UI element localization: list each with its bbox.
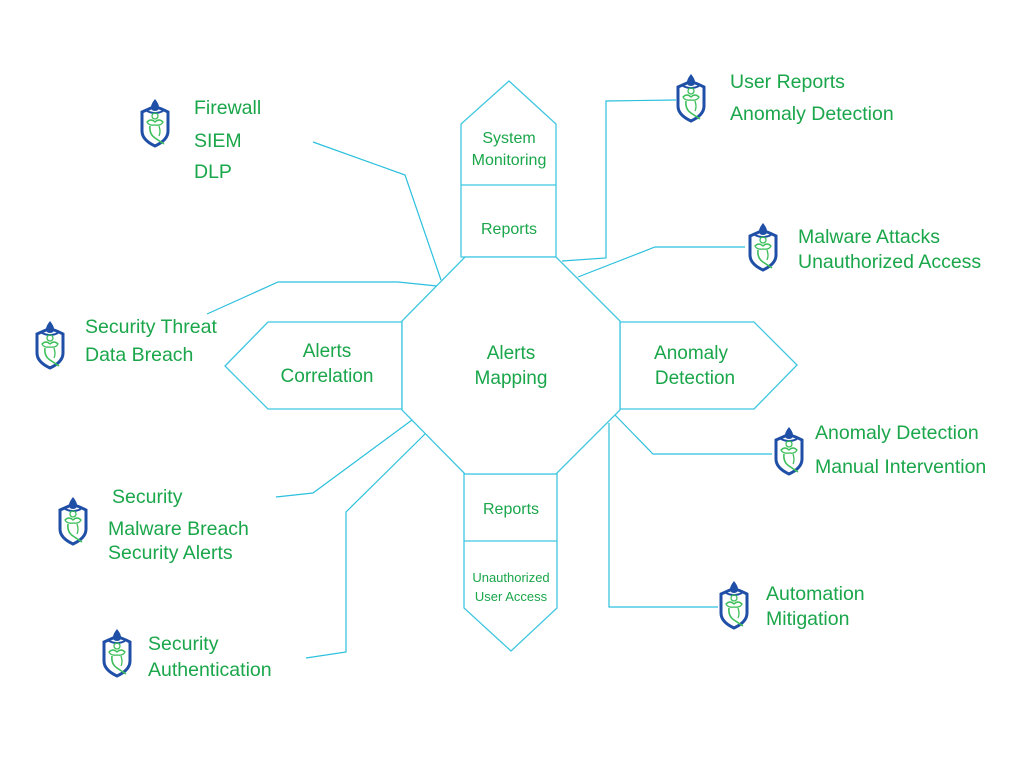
connector-firewall: [312, 141, 442, 281]
connector-automation: [608, 423, 718, 608]
bottom-lower-line1: Unauthorized: [472, 570, 549, 585]
connector-security-authentication: [305, 432, 427, 659]
center-octagon[interactable]: [401, 256, 621, 475]
shield-genie-icon: [55, 496, 91, 546]
shield-genie-icon: [745, 222, 781, 272]
center-label-line2: Mapping: [475, 368, 548, 389]
node-line: Security Threat: [85, 316, 217, 338]
connector-user-reports: [561, 99, 677, 262]
node-line: Automation: [766, 583, 865, 605]
node-line: Security: [148, 633, 219, 655]
node-line: Anomaly Detection: [815, 422, 979, 444]
node-line: Data Breach: [85, 344, 194, 366]
connector-security-threat: [206, 281, 438, 315]
node-line: User Reports: [730, 71, 845, 93]
shield-genie-icon: [99, 628, 135, 678]
node-line: Manual Intervention: [815, 456, 987, 478]
center-label-line1: Alerts: [487, 343, 536, 364]
bottom-lower-line2: User Access: [475, 589, 548, 604]
connector-security-malware: [275, 419, 413, 498]
shield-genie-icon: [673, 73, 709, 123]
top-upper-line1: System: [482, 130, 535, 147]
shield-genie-icon: [771, 426, 807, 476]
node-line: Anomaly Detection: [730, 103, 894, 125]
node-line: Malware Attacks: [798, 226, 940, 248]
shield-genie-icon: [716, 580, 752, 630]
shield-genie-icon: [137, 98, 173, 148]
top-lower-line1: Reports: [481, 221, 537, 238]
right-shape[interactable]: [619, 321, 798, 410]
left-label-line1: Alerts: [303, 341, 352, 362]
right-label-line2: Detection: [655, 368, 735, 389]
bottom-upper-line1: Reports: [483, 501, 539, 518]
right-label-line1: Anomaly: [654, 343, 728, 364]
connector-anomaly-manual: [614, 414, 772, 455]
node-line: Security Alerts: [108, 542, 233, 564]
shield-genie-icon: [32, 320, 68, 370]
node-line: Malware Breach: [108, 518, 249, 540]
node-line: Authentication: [148, 659, 272, 681]
node-line: SIEM: [194, 130, 242, 152]
node-line: DLP: [194, 161, 232, 183]
connector-malware-attacks: [577, 246, 745, 278]
node-line: Unauthorized Access: [798, 251, 982, 273]
node-line: Firewall: [194, 97, 262, 119]
left-label-line2: Correlation: [281, 366, 374, 387]
top-upper-line2: Monitoring: [472, 152, 547, 169]
node-line: Security: [112, 486, 183, 508]
node-line: Mitigation: [766, 608, 850, 630]
